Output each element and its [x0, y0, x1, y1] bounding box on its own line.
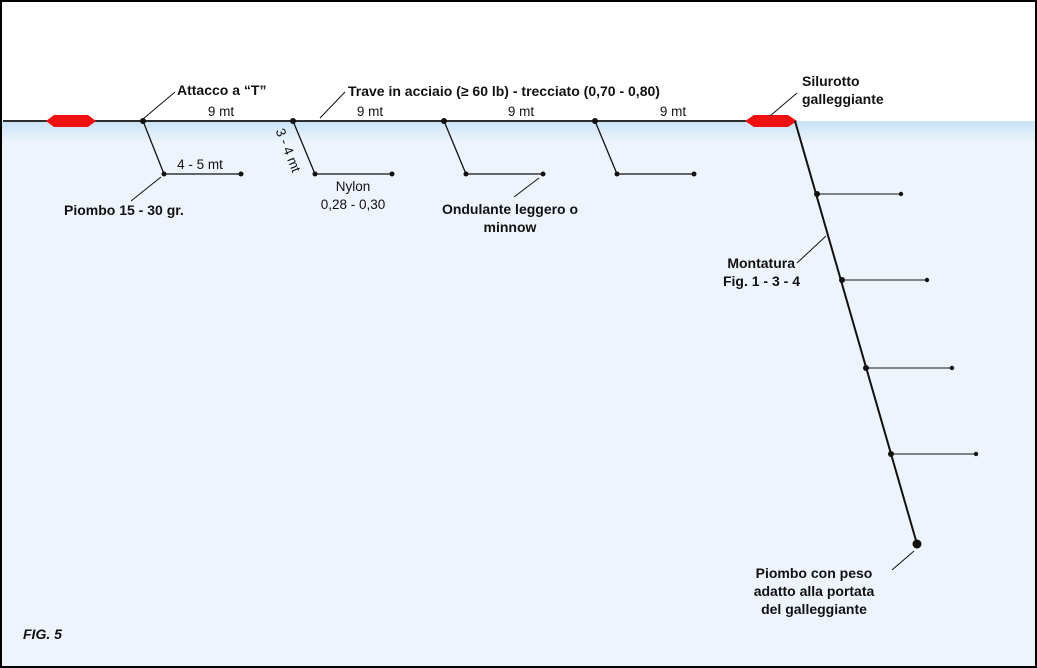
sky [0, 0, 1037, 121]
figure-label: FIG. 5 [23, 626, 62, 642]
distance-label-1: 9 mt [208, 104, 235, 119]
sinker-small-label: Piombo 15 - 30 gr. [64, 202, 184, 218]
leader-length-label: 4 - 5 mt [177, 157, 223, 172]
sinker-large-label-line3: del galleggiante [761, 601, 867, 617]
rig-branch-1 [814, 191, 904, 197]
lure-label-line2: minnow [484, 219, 537, 235]
dropper-3 [441, 118, 546, 177]
callout-mainline [319, 91, 346, 119]
water [0, 121, 1037, 668]
lure-end-1 [238, 171, 244, 177]
callout-tee [142, 91, 176, 120]
callout-sinker-small [130, 176, 162, 202]
float-label-line2: galleggiante [802, 91, 884, 107]
sinker-large-label-line2: adatto alla portata [754, 583, 875, 599]
dropper-1 [140, 118, 244, 177]
nylon-label-line2: 0,28 - 0,30 [321, 197, 386, 212]
callout-float [769, 92, 798, 117]
rig-label-line2: Fig. 1 - 3 - 4 [723, 273, 800, 289]
lure-end-2 [389, 171, 395, 177]
sinker-large-label-line1: Piombo con peso [756, 565, 873, 581]
lure-end-3 [540, 171, 546, 177]
rig-branch-2 [839, 277, 930, 283]
distance-label-3: 9 mt [508, 104, 535, 119]
rig-branch-3 [863, 365, 955, 371]
float-label-line1: Silurotto [802, 73, 860, 89]
callout-sinker-large [891, 550, 915, 571]
rig-label-line1: Montatura [727, 255, 795, 271]
mainline-label: Trave in acciaio (≥ 60 lb) - trecciato (… [348, 83, 660, 99]
distance-label-2: 9 mt [357, 104, 384, 119]
lure-label-line1: Ondulante leggero o [442, 201, 578, 217]
nylon-label-line1: Nylon [336, 179, 371, 194]
callout-lure [513, 177, 540, 198]
callout-rig [796, 235, 827, 264]
rig-branch-4 [888, 451, 979, 457]
dropper-2 [290, 118, 395, 177]
lure-end-4 [691, 171, 697, 177]
distance-label-4: 9 mt [660, 104, 687, 119]
sinker-large [912, 539, 922, 549]
tee-attachment-label: Attacco a “T” [177, 82, 266, 98]
float-left [46, 115, 96, 127]
dropper-4 [592, 118, 697, 177]
rig-mainline [794, 120, 918, 545]
water-surface-band [0, 121, 1037, 143]
float-right [745, 115, 797, 127]
